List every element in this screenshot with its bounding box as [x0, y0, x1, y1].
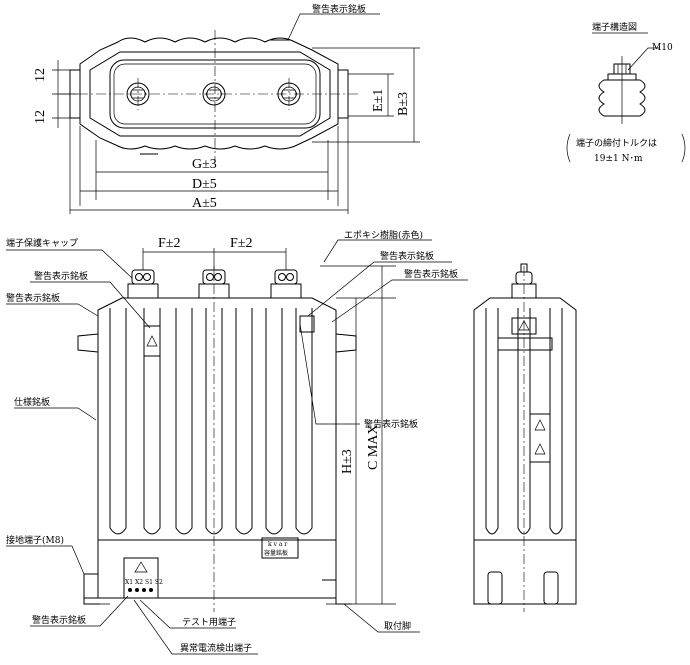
- dim-F-right: F±2: [230, 236, 252, 251]
- side-warning-plate-top: [511, 317, 537, 335]
- warning-plate-bottom: 警告表示銘板: [32, 614, 86, 626]
- warning-plate-top-right: 警告表示銘板: [380, 250, 434, 262]
- side-name-plate: [497, 337, 553, 351]
- front-left-lug: [77, 333, 99, 353]
- dim-H: H±3: [340, 449, 355, 474]
- top-view-terminal-1: [126, 82, 150, 106]
- mounting-foot-right: [322, 579, 350, 605]
- dim-D: D±5: [192, 177, 217, 192]
- top-view-terminal-3: [277, 82, 301, 106]
- front-terminal-1: [127, 269, 159, 299]
- front-terminal-3: [270, 269, 302, 299]
- ground-terminal-label: 接地端子(M8): [6, 534, 64, 546]
- terminal-cap-label: 端子保護キャップ: [6, 237, 78, 249]
- warning-plate-left-2: 警告表示銘板: [6, 292, 60, 304]
- dim-C: C MAX: [366, 424, 381, 470]
- dim-B: B±3: [396, 92, 411, 116]
- warning-plate-right: 警告表示銘板: [404, 268, 458, 280]
- kvar-text: k v a r: [268, 541, 287, 548]
- dim-A: A±5: [192, 196, 217, 211]
- torque-line-2: 19±1 N･m: [594, 154, 643, 164]
- top-view: 警告表示銘板 12 12 E±1 B±3 G±3 D±5 A±5: [33, 3, 420, 214]
- top-view-terminal-2: [202, 82, 226, 106]
- side-view: [473, 263, 577, 612]
- mounting-foot-label: 取付脚: [384, 621, 411, 632]
- top-view-outer-body: [79, 37, 339, 150]
- test-terminal-label: テスト用端子: [182, 616, 236, 628]
- top-warning-plate-label: 警告表示銘板: [312, 3, 366, 15]
- front-view-body: [97, 297, 337, 541]
- terminal-detail-title: 端子構造図: [592, 21, 637, 33]
- dim-E: E±1: [371, 89, 386, 112]
- torque-line-1: 端子の締付トルクは: [576, 137, 657, 149]
- top-view-inner-body: [89, 51, 331, 137]
- dim-12-upper: 12: [33, 68, 48, 82]
- capacity-plate: [261, 537, 299, 559]
- capacity-plate-label: 容量銘板: [264, 549, 288, 557]
- mounting-foot-left: [83, 598, 100, 605]
- front-bottom-warning-box: [123, 557, 159, 599]
- warning-plate-right-mid: 警告表示銘板: [364, 418, 418, 430]
- side-view-base: [473, 539, 577, 605]
- abnormal-current-terminal-label: 異常電流検出端子: [180, 642, 252, 654]
- dim-12-lower: 12: [33, 110, 48, 124]
- front-right-lug: [335, 333, 357, 353]
- terminal-detail: 端子構造図 M10 端子の締付トルクは 19±1 N･m: [566, 21, 686, 164]
- dim-F-left: F±2: [158, 236, 180, 251]
- dim-G: G±3: [192, 157, 217, 172]
- epoxy-label: エポキシ樹脂(赤色): [344, 229, 423, 241]
- terminal-bolt-label: M10: [652, 43, 673, 53]
- ground-terminal: [83, 573, 98, 599]
- terminal-codes: X1 X2 S1 S2: [125, 579, 163, 586]
- spec-plate-label: 仕様銘板: [14, 396, 50, 408]
- front-view-base: [97, 539, 337, 599]
- side-warning-plate-mid: [529, 413, 551, 463]
- front-warning-plate-left: [143, 325, 161, 357]
- front-view: F±2 F±2 k v a r 容量銘板 X1 X2 S1 S2 H±3 C M…: [6, 229, 468, 655]
- warning-plate-left-1: 警告表示銘板: [34, 270, 88, 282]
